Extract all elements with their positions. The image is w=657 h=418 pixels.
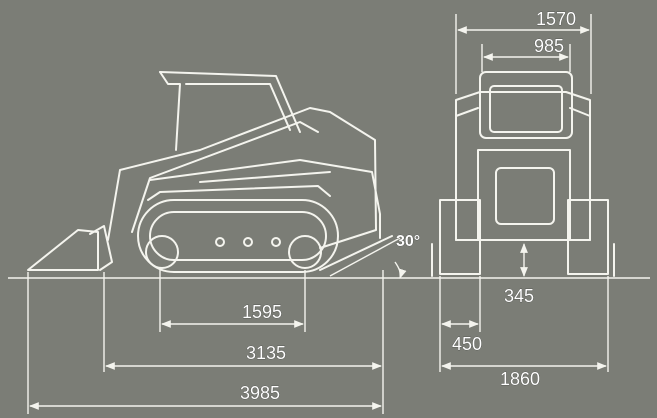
lift-arm-inner <box>131 121 319 233</box>
departure-angle-line <box>329 237 401 277</box>
front-lower-panel <box>495 167 555 225</box>
rear-slope <box>319 235 393 271</box>
cab-width-label: 985 <box>534 36 564 56</box>
road-wheel <box>271 237 281 247</box>
overall-width-label: 1570 <box>536 9 576 29</box>
front-cab-window <box>489 85 563 133</box>
front-frame <box>477 149 571 241</box>
track-inner <box>149 211 327 261</box>
left-track <box>439 199 481 275</box>
lift-arm <box>107 107 377 249</box>
front-cab <box>479 71 573 139</box>
front-view: 345 1570 985 450 1860 <box>431 9 615 389</box>
cab-window <box>185 83 291 131</box>
track-width-label: 450 <box>452 334 482 354</box>
bucket <box>27 229 99 271</box>
front-idler <box>145 235 179 269</box>
angle-arrow <box>394 261 407 279</box>
departure-angle-label: 30° <box>396 233 420 250</box>
track <box>137 199 339 273</box>
wheelbase-label: 1595 <box>242 302 282 322</box>
right-track <box>567 199 609 275</box>
body-panel <box>199 171 331 183</box>
track-top-guard <box>147 185 331 201</box>
machine-body <box>149 159 381 239</box>
side-view: 30° 1595 3135 3985 <box>27 71 421 414</box>
bucket-link <box>89 225 113 271</box>
ground-clearance-label: 345 <box>504 286 534 306</box>
cab-roof <box>159 71 301 133</box>
road-wheel <box>243 237 253 247</box>
cab-front-post <box>159 71 181 151</box>
rear-sprocket <box>288 235 322 269</box>
track-length-label: 3135 <box>246 343 286 363</box>
overall-length-label: 3985 <box>240 383 280 403</box>
road-wheel <box>215 237 225 247</box>
width-with-bucket-label: 1860 <box>500 369 540 389</box>
front-body <box>455 91 591 241</box>
front-side-lines <box>431 243 615 277</box>
lift-arm-front <box>455 107 591 117</box>
